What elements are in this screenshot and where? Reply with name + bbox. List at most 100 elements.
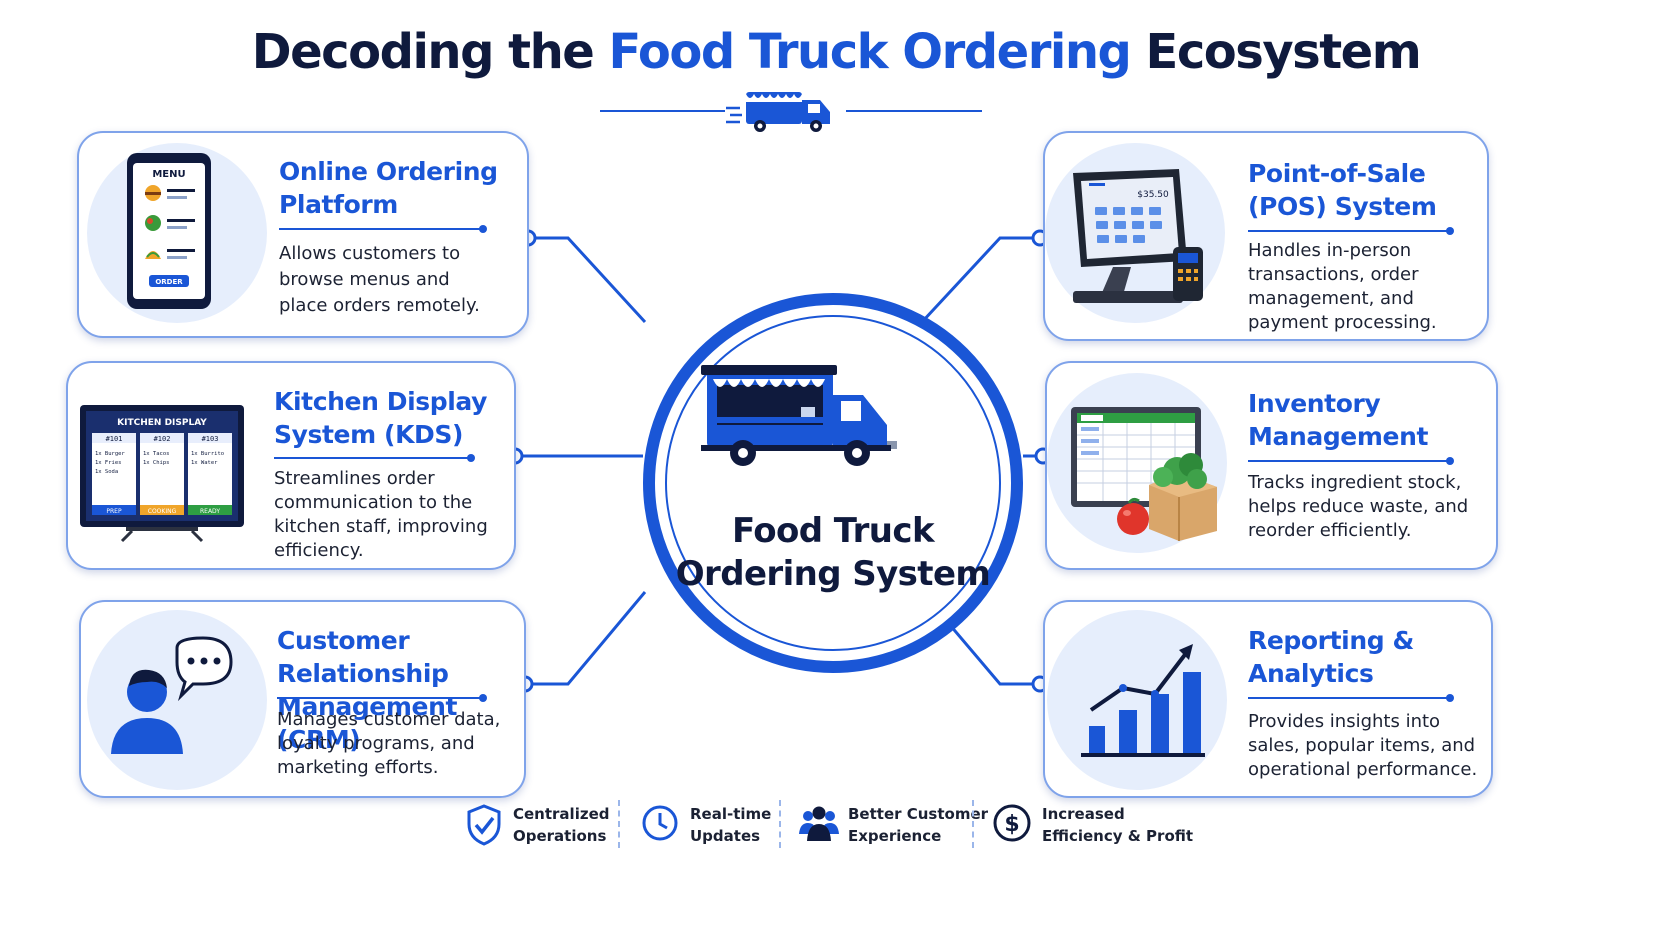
card-divider	[1248, 694, 1454, 702]
title-highlight: Food Truck Ordering	[608, 24, 1132, 80]
dollar-icon: $	[993, 804, 1031, 842]
card-description-line-4: payment processing.	[1248, 312, 1437, 333]
kds-order-101: #101 1x Burger 1x Fries 1x Soda PREP	[92, 433, 136, 515]
inventory-box-icon	[1071, 407, 1217, 541]
benefit-separator	[618, 800, 620, 848]
card-title-line-2: Analytics	[1248, 659, 1374, 688]
kds-order-item: 1x Fries	[95, 460, 122, 466]
card-title-line-2: Management	[1248, 422, 1429, 451]
kds-status-prep: PREP	[106, 508, 122, 515]
order-button-label: ORDER	[155, 278, 183, 286]
kds-order-103: #103 1x Burrito 1x Water READY	[188, 433, 232, 515]
benefit-line-1: Better Customer	[848, 805, 989, 823]
bar-chart-icon	[1081, 644, 1205, 757]
card-description-line-3: place orders remotely.	[279, 295, 480, 316]
kds-screen-title: KITCHEN DISPLAY	[117, 418, 207, 428]
kds-order-item: 1x Soda	[95, 469, 118, 475]
title-rule-left	[600, 110, 725, 112]
benefit-better-customer-experience: Better Customer Experience	[848, 803, 988, 847]
card-title: Reporting & Analytics	[1248, 624, 1414, 690]
card-description: Provides insights into sales, popular it…	[1248, 710, 1477, 782]
card-reporting-analytics: Reporting & Analytics Provides insights …	[1043, 600, 1493, 798]
card-description: Allows customers to browse menus and pla…	[279, 241, 480, 319]
hub-label: Food Truck Ordering System	[655, 510, 1011, 596]
card-title-line-1: Customer Relationship	[277, 626, 449, 688]
kds-order-102: #102 1x Tacos 1x Chips COOKING	[140, 433, 184, 515]
hub-label-line-2: Ordering System	[675, 554, 991, 594]
title-rule-right	[846, 110, 982, 112]
card-divider	[1248, 227, 1454, 235]
card-description-line-3: marketing efforts.	[277, 757, 439, 778]
card-description-line-3: kitchen staff, improving	[274, 516, 488, 537]
benefit-line-2: Updates	[690, 827, 761, 845]
kds-order-item: 1x Water	[191, 460, 218, 466]
card-pos-system: $35.50 Point-of-Sale (POS) System Handle…	[1043, 131, 1489, 341]
card-description-line-3: reorder efficiently.	[1248, 520, 1412, 541]
benefit-centralized-operations: Centralized Operations	[513, 803, 609, 847]
kds-order-id: #101	[106, 435, 123, 443]
card-description-line-2: browse menus and	[279, 269, 450, 290]
card-description-line-1: Allows customers to	[279, 243, 461, 264]
card-title-line-2: System (KDS)	[274, 420, 464, 449]
connector-crm	[525, 591, 647, 686]
benefit-line-2: Efficiency & Profit	[1042, 827, 1194, 845]
kds-status-cooking: COOKING	[148, 508, 177, 515]
card-divider	[279, 225, 487, 233]
card-description-line-1: Handles in-person	[1248, 240, 1412, 261]
card-description: Manages customer data, loyalty programs,…	[277, 708, 500, 780]
card-title-line-2: (POS) System	[1248, 192, 1437, 221]
card-description: Handles in-person transactions, order ma…	[1248, 239, 1437, 335]
kds-order-id: #103	[202, 435, 219, 443]
pos-price-label: $35.50	[1137, 190, 1169, 200]
card-description-line-1: Provides insights into	[1248, 711, 1441, 732]
hub-inner-ring	[665, 315, 1001, 651]
card-title: Kitchen Display System (KDS)	[274, 385, 487, 451]
card-crm: Customer Relationship Management (CRM) M…	[79, 600, 526, 798]
kds-order-item: 1x Tacos	[143, 451, 170, 457]
icon-circle	[87, 610, 267, 790]
card-title-line-1: Online Ordering	[279, 157, 498, 186]
svg-text:$: $	[1004, 812, 1019, 837]
benefit-line-1: Centralized	[513, 805, 610, 823]
benefit-line-1: Real-time	[690, 805, 772, 823]
phone-menu-label: MENU	[152, 169, 185, 180]
kds-order-id: #102	[154, 435, 171, 443]
card-description-line-3: management, and	[1248, 288, 1414, 309]
benefit-line-2: Operations	[513, 827, 607, 845]
card-title-line-1: Inventory	[1248, 389, 1381, 418]
card-description-line-1: Manages customer data,	[277, 709, 501, 730]
card-title-line-1: Kitchen Display	[274, 387, 488, 416]
benefit-increased-efficiency-profit: Increased Efficiency & Profit	[1042, 803, 1193, 847]
title-part-2: Ecosystem	[1130, 24, 1422, 80]
people-icon	[799, 806, 839, 841]
customer-chat-icon	[111, 636, 233, 754]
card-title-line-2: Platform	[279, 190, 398, 219]
card-title: Customer Relationship Management (CRM)	[277, 624, 524, 756]
title-part-1: Decoding the	[251, 24, 609, 80]
kds-order-item: 1x Burger	[95, 451, 125, 457]
card-description: Tracks ingredient stock, helps reduce wa…	[1248, 471, 1468, 543]
card-kitchen-display: KITCHEN DISPLAY #101 1x Burger 1x Fries …	[66, 361, 516, 570]
card-description-line-2: helps reduce waste, and	[1248, 496, 1469, 517]
kitchen-display-icon: KITCHEN DISPLAY #101 1x Burger 1x Fries …	[80, 405, 244, 543]
card-description-line-1: Streamlines order	[274, 468, 435, 489]
card-divider	[274, 454, 475, 462]
shield-check-icon	[467, 804, 501, 846]
kds-status-ready: READY	[200, 508, 220, 515]
benefit-separator	[972, 800, 974, 848]
benefit-real-time-updates: Real-time Updates	[690, 803, 771, 847]
card-divider	[1248, 457, 1454, 465]
card-description: Streamlines order communication to the k…	[274, 467, 488, 563]
card-title-line-1: Point-of-Sale	[1248, 159, 1426, 188]
benefit-line-1: Increased	[1042, 805, 1125, 823]
kds-order-item: 1x Chips	[143, 460, 170, 466]
kds-order-item: 1x Burrito	[191, 451, 224, 457]
benefit-line-2: Experience	[848, 827, 942, 845]
card-title-line-1: Reporting &	[1248, 626, 1414, 655]
card-online-ordering: MENU ORDER Online Ordering Platform Allo…	[77, 131, 529, 338]
smartphone-menu-icon: MENU ORDER	[127, 153, 211, 309]
central-hub: Food Truck Ordering System	[643, 293, 1023, 673]
connector-pos	[920, 236, 1040, 324]
card-description-line-1: Tracks ingredient stock,	[1248, 472, 1462, 493]
